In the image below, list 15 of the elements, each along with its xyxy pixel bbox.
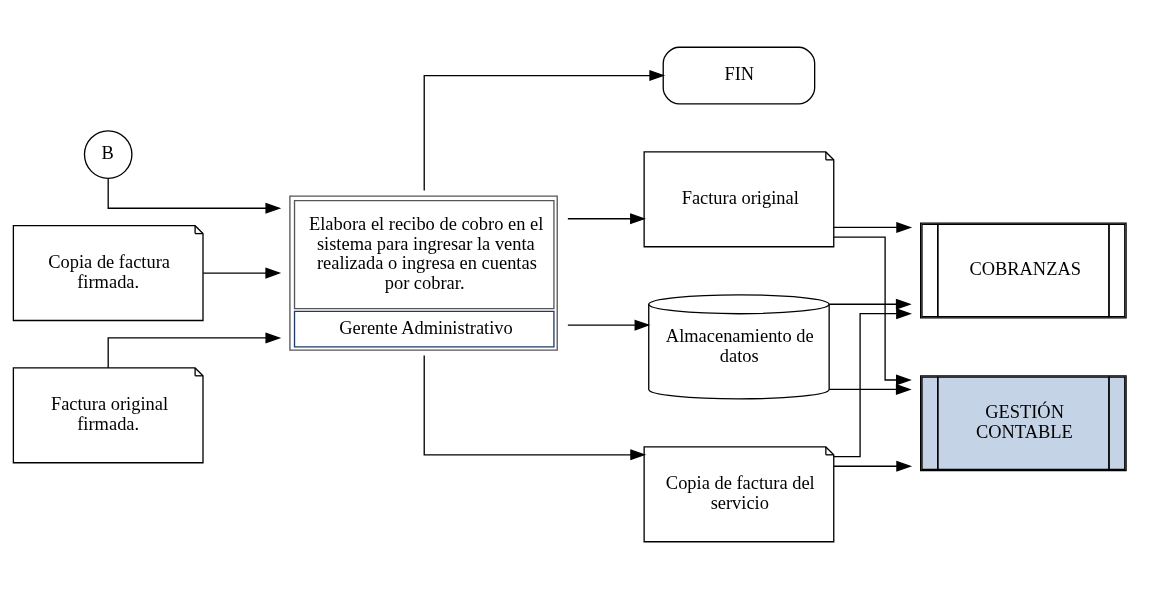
arrow (828, 383, 912, 395)
arrow (423, 70, 666, 192)
arrow (567, 213, 646, 225)
node-box: FIN (662, 46, 816, 105)
arrow (833, 308, 912, 458)
arrow (567, 319, 651, 331)
arrow (833, 460, 913, 472)
arrow (833, 221, 913, 233)
arrow (202, 267, 282, 279)
node-circle: B (83, 130, 133, 179)
arrow (107, 332, 282, 369)
arrow (833, 236, 912, 386)
arrow (423, 354, 647, 461)
arrow (107, 178, 282, 214)
arrow (828, 298, 912, 310)
